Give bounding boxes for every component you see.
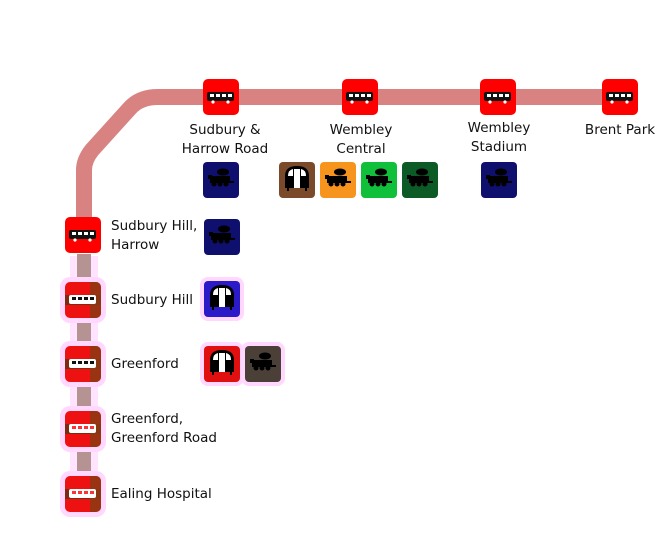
stop-sudbury-hill-harrow[interactable] (65, 217, 101, 253)
stop-wembley-stadium[interactable] (480, 79, 516, 115)
stop-label-greenford: Greenford (111, 356, 179, 372)
stop-label-sudbury-hill: Sudbury Hill (111, 292, 194, 308)
stop-label-sudbury-harrow-road: Sudbury &Harrow Road (181, 122, 269, 157)
stop-ealing-hospital[interactable] (65, 476, 101, 512)
interchange-greenford-1[interactable] (245, 346, 281, 382)
bus-icon (484, 92, 511, 104)
underground-icon (207, 283, 237, 315)
bus-icon (69, 295, 96, 304)
interchange-wembley-central-3[interactable] (402, 162, 438, 198)
stop-wembley-central[interactable] (342, 79, 378, 115)
route-line-upper (76, 89, 620, 236)
underground-icon (207, 348, 237, 380)
train-icon (207, 224, 237, 250)
bus-icon (69, 230, 96, 242)
train-icon (206, 167, 236, 193)
stop-brent-park[interactable] (602, 79, 638, 115)
interchange-sudbury-hill-harrow-0[interactable] (204, 219, 240, 255)
stop-sudbury-harrow-road[interactable] (203, 79, 239, 115)
bus-icon (69, 489, 96, 498)
stop-label-sudbury-hill-harrow: Sudbury Hill,Harrow (111, 218, 198, 253)
stop-label-ealing-hospital: Ealing Hospital (111, 486, 212, 502)
stop-label-brent-park: Brent Park (584, 122, 656, 138)
interchange-sudbury-harrow-road-0[interactable] (203, 162, 239, 198)
bus-icon (346, 92, 373, 104)
stop-greenford-greenford-road[interactable] (65, 411, 101, 447)
bus-icon (69, 359, 96, 368)
interchange-sudbury-hill-0[interactable] (204, 281, 240, 317)
interchange-wembley-central-0[interactable] (279, 162, 315, 198)
stop-sudbury-hill[interactable] (65, 282, 101, 318)
interchange-greenford-0[interactable] (204, 346, 240, 382)
stop-label-greenford-greenford-road: Greenford,Greenford Road (111, 411, 217, 446)
train-icon (323, 167, 353, 193)
train-icon (405, 167, 435, 193)
underground-icon (282, 164, 312, 196)
train-icon (484, 167, 514, 193)
bus-icon (207, 92, 234, 104)
bus-icon (606, 92, 633, 104)
stop-greenford[interactable] (65, 346, 101, 382)
bus-icon (69, 424, 96, 433)
interchange-wembley-central-2[interactable] (361, 162, 397, 198)
train-icon (364, 167, 394, 193)
train-icon (248, 351, 278, 377)
interchange-wembley-stadium-0[interactable] (481, 162, 517, 198)
interchange-wembley-central-1[interactable] (320, 162, 356, 198)
